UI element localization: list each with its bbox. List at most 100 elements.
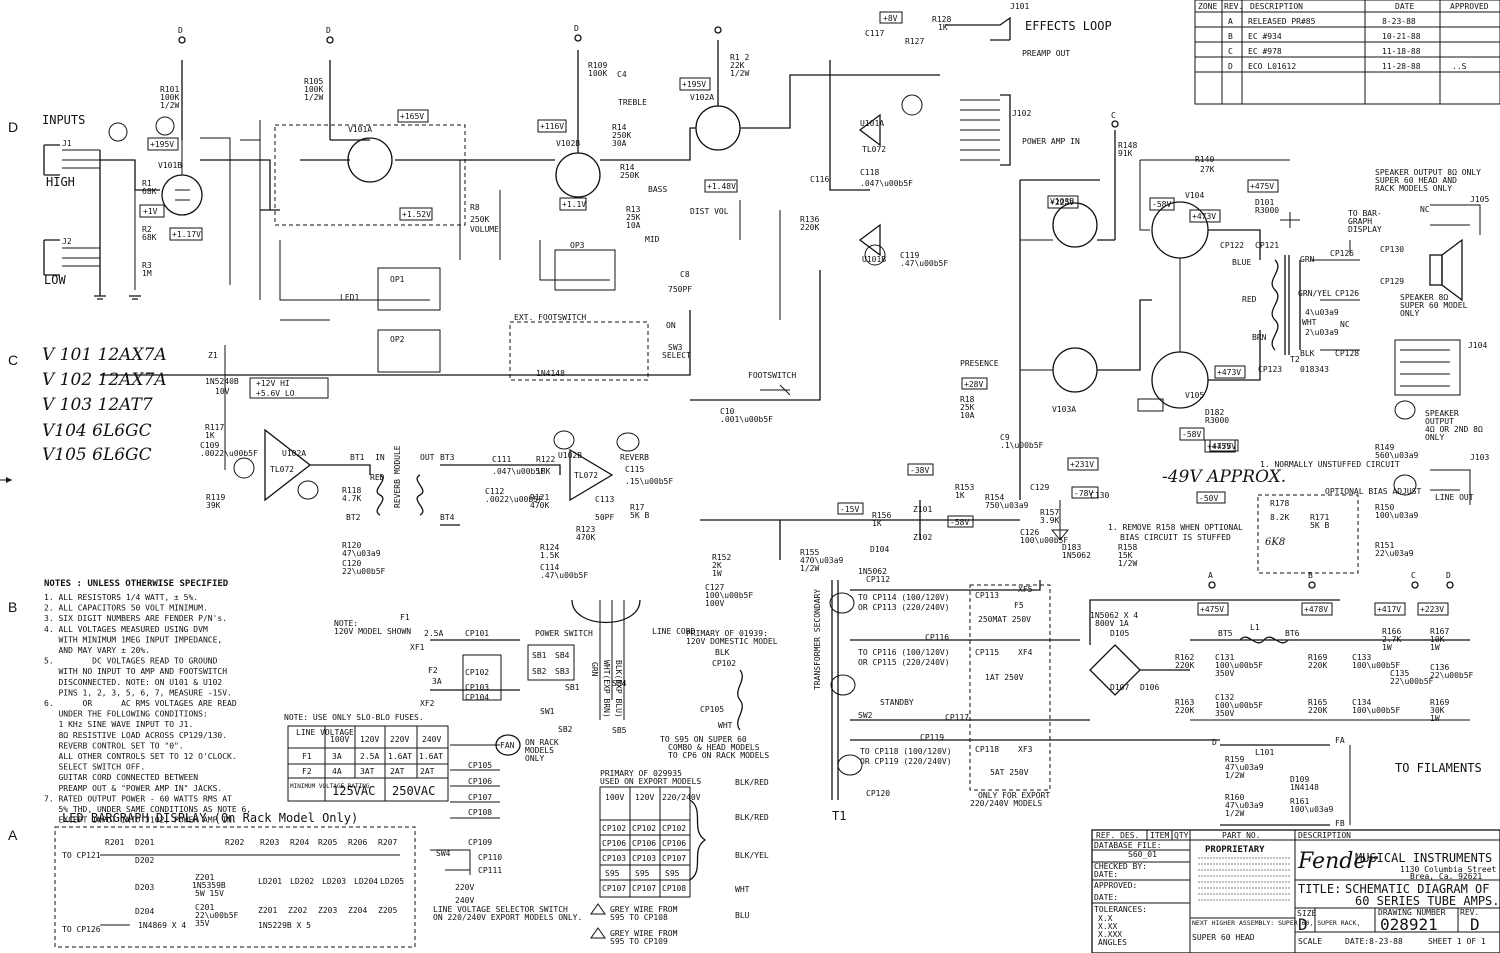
fuse-f2-120: 3AT (360, 767, 375, 776)
dist-vol-label: DIST VOL (690, 207, 729, 216)
speaker-outputs: SPEAKER OUTPUT 8Ω ONLY SUPER 60 HEAD AND… (1348, 168, 1489, 558)
only-export2: 220/240V MODELS (970, 799, 1042, 808)
svg-text:OR CP119 (220/240V): OR CP119 (220/240V) (860, 757, 952, 766)
ext-footswitch-label: EXT. FOOTSWITCH (514, 313, 586, 322)
to-cp126: TO CP126 (62, 925, 101, 934)
fuse-header-240: 240V (422, 735, 441, 744)
tube-list: V 101 12AX7A V 102 12AX7A V 103 12AT7 V1… (42, 345, 167, 465)
grey-wire2b: S95 TO CP109 (610, 937, 668, 946)
power-amp-in-label: POWER AMP IN (1022, 137, 1080, 146)
svg-text:R150: R150 (1375, 503, 1394, 512)
svg-text:XF2: XF2 (420, 699, 435, 708)
svg-text:1/2W: 1/2W (1225, 771, 1244, 780)
t1-label: T1 (832, 809, 846, 823)
rev-header-rev: REV. (1224, 2, 1243, 11)
tb-address2: Brea, Ca. 92621 (1410, 872, 1482, 881)
fuse-f1-240: 1.6AT (419, 752, 443, 761)
effects-loop-label: EFFECTS LOOP (1025, 19, 1112, 33)
svg-text:U102A: U102A (282, 449, 306, 458)
prim-r1c1: CP102 (602, 824, 626, 833)
tube-list-5: V105 6L6GC (42, 445, 152, 465)
speaker-8ohm-label: SPEAKER 8Ω (1400, 293, 1448, 302)
svg-text:TL072: TL072 (270, 465, 294, 474)
svg-text:Z202: Z202 (288, 906, 307, 915)
svg-text:250K: 250K (612, 131, 631, 140)
note-line: GUITAR CORD CONNECTED BETWEEN (44, 773, 198, 782)
svg-text:R118: R118 (342, 486, 361, 495)
svg-text:R109: R109 (588, 61, 607, 70)
svg-text:F5: F5 (1014, 601, 1024, 610)
fuse-f2-240: 2AT (420, 767, 435, 776)
tb-tol-x: X.X (1098, 914, 1113, 923)
svg-text:100\u00b5F: 100\u00b5F (705, 591, 753, 600)
svg-text:BT6: BT6 (1285, 629, 1300, 638)
svg-text:.047\u00b5F: .047\u00b5F (860, 179, 913, 188)
reverb-module-label: REVERB MODULE (393, 445, 402, 508)
svg-text:18K: 18K (536, 467, 551, 476)
svg-text:D203: D203 (135, 883, 154, 892)
svg-text:68K: 68K (142, 233, 157, 242)
svg-text:R122: R122 (536, 455, 555, 464)
volt-v10: +475V (1250, 182, 1274, 191)
tb-checked-by: CHECKED BY: (1094, 862, 1147, 871)
svg-text:U102B: U102B (558, 451, 582, 460)
svg-text:TO CP118 (100/120V): TO CP118 (100/120V) (860, 747, 952, 756)
power-switch-label: POWER SWITCH (535, 629, 593, 638)
grn-label: GRN (1300, 255, 1315, 264)
svg-text:BT3: BT3 (440, 453, 455, 462)
prim-r3c3: CP107 (662, 854, 686, 863)
svg-text:SB3: SB3 (555, 667, 570, 676)
svg-text:R163: R163 (1175, 698, 1194, 707)
line-cord-label: LINE CORD (652, 627, 696, 636)
note-line: 4. ALL VOLTAGES MEASURED USING DVM (44, 625, 208, 634)
t2-part: 018343 (1300, 365, 1329, 374)
svg-text:R17: R17 (630, 503, 645, 512)
svg-text:1/2W: 1/2W (1118, 559, 1137, 568)
fuse-header-100: 100V (330, 735, 349, 744)
svg-text:1K: 1K (205, 431, 215, 440)
rev-header-desc: DESCRIPTION (1250, 2, 1303, 11)
svg-text:100K: 100K (160, 93, 179, 102)
svg-text:750PF: 750PF (668, 285, 692, 294)
svg-text:.47\u00b5F: .47\u00b5F (900, 259, 948, 268)
preamp-wiring (200, 74, 940, 320)
voltage-selector: CP109 CP110 CP111 SW4 220V 240V LINE VOL… (430, 838, 582, 922)
svg-text:3A: 3A (432, 677, 442, 686)
inputs-title: INPUTS (42, 113, 85, 127)
svg-text:Z203: Z203 (318, 906, 337, 915)
svg-text:C113: C113 (595, 495, 614, 504)
svg-text:D109: D109 (1290, 775, 1309, 784)
svg-text:R204: R204 (290, 838, 309, 847)
svg-text:220K: 220K (1175, 661, 1194, 670)
svg-text:CP118: CP118 (975, 745, 999, 754)
svg-text:C134: C134 (1352, 698, 1371, 707)
svg-text:D: D (1212, 738, 1217, 747)
svg-text:R123: R123 (576, 525, 595, 534)
rev-c-date: 11-18-88 (1382, 47, 1421, 56)
to-s95: TO S95 ON SUPER 60 (660, 735, 747, 744)
note-line: 8Ω RESISTIVE LOAD ACROSS CP129/130. (44, 731, 227, 740)
svg-text:Z201: Z201 (258, 906, 277, 915)
svg-text:R119: R119 (206, 493, 225, 502)
fuse-header-120: 120V (360, 735, 379, 744)
grey-wire2: GREY WIRE FROM (610, 929, 678, 938)
svg-text:F1: F1 (400, 613, 410, 622)
svg-text:.0022\u00b5F: .0022\u00b5F (200, 449, 258, 458)
svg-text:10V: 10V (215, 387, 230, 396)
note-line: ALL OTHER CONTROLS SET TO 12 O'CLOCK. (44, 752, 237, 761)
prim-r4c3: S95 (665, 869, 680, 878)
svg-text:F2: F2 (428, 666, 438, 675)
svg-text:100K: 100K (588, 69, 607, 78)
svg-text:D101: D101 (1255, 198, 1274, 207)
line-voltage-note: LINE VOLTAGE SELECTOR SWITCH (433, 905, 568, 914)
tb-date-2: DATE: (1094, 893, 1118, 902)
speaker-output-label3: RACK MODELS ONLY (1375, 184, 1452, 193)
svg-text:R105: R105 (304, 77, 323, 86)
svg-text:CP119: CP119 (920, 733, 944, 742)
svg-text:91K: 91K (1118, 149, 1133, 158)
prim-r1c2: CP102 (632, 824, 656, 833)
svg-text:V102A: V102A (690, 93, 714, 102)
svg-text:22\u00b5F: 22\u00b5F (1430, 671, 1474, 680)
svg-text:CP113: CP113 (975, 591, 999, 600)
svg-text:R128: R128 (932, 15, 951, 24)
